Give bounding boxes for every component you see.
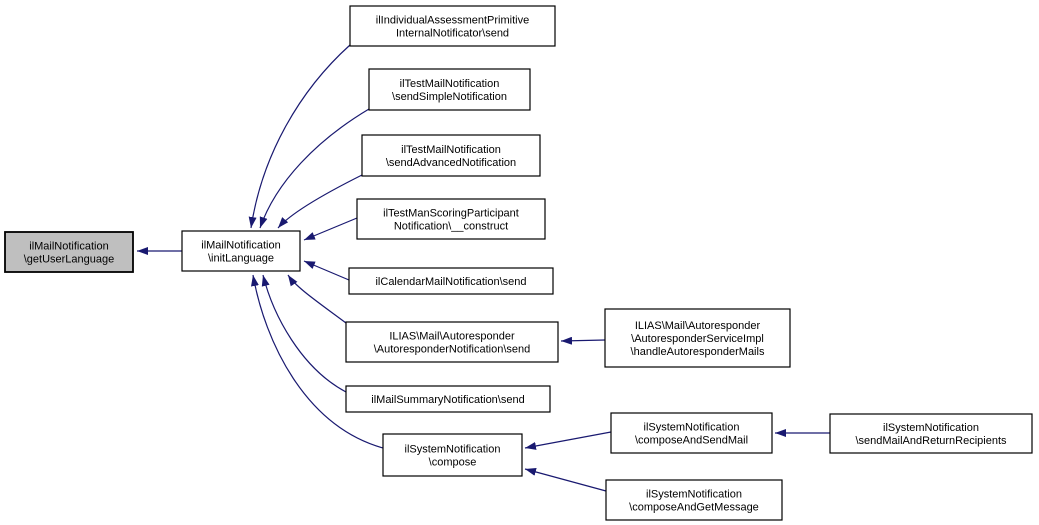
node-label-system-notification-send-mail-and-return-recipients-line-0: ilSystemNotification	[883, 422, 979, 434]
node-box-mail-summary-notification-send[interactable]	[345, 385, 551, 413]
node-label-system-notification-compose-and-get-message-line-1: \composeAndGetMessage	[629, 502, 759, 514]
node-autoresponder-service-impl-handle-autoresponder-mails[interactable]: ILIAS\Mail\Autoresponder\AutoresponderSe…	[604, 308, 791, 368]
node-init-language[interactable]: ilMailNotification\initLanguage	[181, 230, 301, 272]
node-box-init-language[interactable]	[181, 230, 301, 272]
node-label-get-user-language-line-1: \getUserLanguage	[24, 254, 115, 266]
node-box-system-notification-send-mail-and-return-recipients[interactable]	[829, 413, 1033, 454]
edge-test-mail-send-simple-notification-to-init-language	[259, 108, 370, 229]
node-label-autoresponder-notification-send-line-1: \AutoresponderNotification\send	[374, 344, 531, 356]
node-box-autoresponder-service-impl-handle-autoresponder-mails[interactable]	[604, 308, 791, 368]
node-label-test-mail-send-advanced-notification-line-1: \sendAdvancedNotification	[386, 157, 516, 169]
node-individual-assessment-primitive-internal-notificator-send[interactable]: ilIndividualAssessmentPrimitiveInternalN…	[349, 5, 556, 47]
node-label-individual-assessment-primitive-internal-notificator-send-line-0: ilIndividualAssessmentPrimitive	[376, 15, 529, 27]
node-label-system-notification-compose-and-send-mail-line-0: ilSystemNotification	[644, 422, 740, 434]
node-box-calendar-mail-notification-send[interactable]	[348, 267, 554, 295]
node-label-mail-summary-notification-send-line-0: ilMailSummaryNotification\send	[371, 394, 524, 406]
node-label-test-mail-send-simple-notification-line-0: ilTestMailNotification	[400, 78, 500, 90]
node-label-test-man-scoring-participant-notification-construct-line-0: ilTestManScoringParticipant	[383, 208, 519, 220]
node-box-individual-assessment-primitive-internal-notificator-send[interactable]	[349, 5, 556, 47]
node-label-system-notification-compose-line-0: ilSystemNotification	[405, 444, 501, 456]
node-system-notification-send-mail-and-return-recipients[interactable]: ilSystemNotification\sendMailAndReturnRe…	[829, 413, 1033, 454]
node-label-get-user-language-line-0: ilMailNotification	[29, 241, 108, 253]
node-test-mail-send-advanced-notification[interactable]: ilTestMailNotification\sendAdvancedNotif…	[361, 134, 541, 177]
edge-individual-assessment-primitive-internal-notificator-send-to-init-language	[248, 44, 351, 229]
node-test-mail-send-simple-notification[interactable]: ilTestMailNotification\sendSimpleNotific…	[368, 68, 531, 111]
node-system-notification-compose-and-get-message[interactable]: ilSystemNotification\composeAndGetMessag…	[605, 479, 783, 521]
edge-autoresponder-notification-send-to-init-language	[287, 274, 347, 324]
node-box-system-notification-compose-and-get-message[interactable]	[605, 479, 783, 521]
edge-autoresponder-service-impl-handle-autoresponder-mails-to-autoresponder-notification-send	[560, 336, 606, 345]
node-box-system-notification-compose[interactable]	[382, 433, 523, 477]
node-label-individual-assessment-primitive-internal-notificator-send-line-1: InternalNotificator\send	[396, 28, 509, 40]
node-autoresponder-notification-send[interactable]: ILIAS\Mail\Autoresponder\AutoresponderNo…	[345, 321, 559, 363]
node-box-test-mail-send-simple-notification[interactable]	[368, 68, 531, 111]
node-box-test-man-scoring-participant-notification-construct[interactable]	[356, 198, 546, 240]
edge-system-notification-compose-and-send-mail-to-system-notification-compose	[524, 431, 612, 450]
node-label-autoresponder-service-impl-handle-autoresponder-mails-line-2: \handleAutoresponderMails	[631, 346, 765, 358]
node-system-notification-compose[interactable]: ilSystemNotification\compose	[382, 433, 523, 477]
node-box-autoresponder-notification-send[interactable]	[345, 321, 559, 363]
edge-system-notification-compose-to-init-language	[251, 274, 384, 449]
node-box-get-user-language[interactable]	[4, 231, 134, 273]
node-label-calendar-mail-notification-send-line-0: ilCalendarMailNotification\send	[375, 276, 526, 288]
node-label-test-mail-send-advanced-notification-line-0: ilTestMailNotification	[401, 144, 501, 156]
node-get-user-language[interactable]: ilMailNotification\getUserLanguage	[4, 231, 134, 273]
edge-mail-summary-notification-send-to-init-language	[261, 274, 347, 393]
node-label-autoresponder-notification-send-line-0: ILIAS\Mail\Autoresponder	[389, 331, 515, 343]
node-label-system-notification-compose-and-get-message-line-0: ilSystemNotification	[646, 489, 742, 501]
node-label-system-notification-compose-and-send-mail-line-1: \composeAndSendMail	[635, 435, 748, 447]
edge-system-notification-compose-and-get-message-to-system-notification-compose	[524, 468, 607, 492]
edge-test-man-scoring-participant-notification-construct-to-init-language	[303, 217, 358, 241]
node-label-test-mail-send-simple-notification-line-1: \sendSimpleNotification	[392, 91, 507, 103]
node-mail-summary-notification-send[interactable]: ilMailSummaryNotification\send	[345, 385, 551, 413]
node-label-init-language-line-0: ilMailNotification	[201, 240, 280, 252]
edge-test-mail-send-advanced-notification-to-init-language	[277, 174, 363, 229]
node-label-autoresponder-service-impl-handle-autoresponder-mails-line-1: \AutoresponderServiceImpl	[631, 333, 764, 345]
node-label-test-man-scoring-participant-notification-construct-line-1: Notification\__construct	[394, 221, 508, 233]
node-calendar-mail-notification-send[interactable]: ilCalendarMailNotification\send	[348, 267, 554, 295]
node-label-system-notification-send-mail-and-return-recipients-line-1: \sendMailAndReturnRecipients	[855, 435, 1007, 447]
node-system-notification-compose-and-send-mail[interactable]: ilSystemNotification\composeAndSendMail	[610, 412, 773, 454]
node-test-man-scoring-participant-notification-construct[interactable]: ilTestManScoringParticipantNotification\…	[356, 198, 546, 240]
edge-calendar-mail-notification-send-to-init-language	[303, 260, 350, 281]
node-label-init-language-line-1: \initLanguage	[208, 253, 274, 265]
node-box-test-mail-send-advanced-notification[interactable]	[361, 134, 541, 177]
node-box-system-notification-compose-and-send-mail[interactable]	[610, 412, 773, 454]
node-label-autoresponder-service-impl-handle-autoresponder-mails-line-0: ILIAS\Mail\Autoresponder	[635, 320, 761, 332]
node-label-system-notification-compose-line-1: \compose	[429, 457, 477, 469]
